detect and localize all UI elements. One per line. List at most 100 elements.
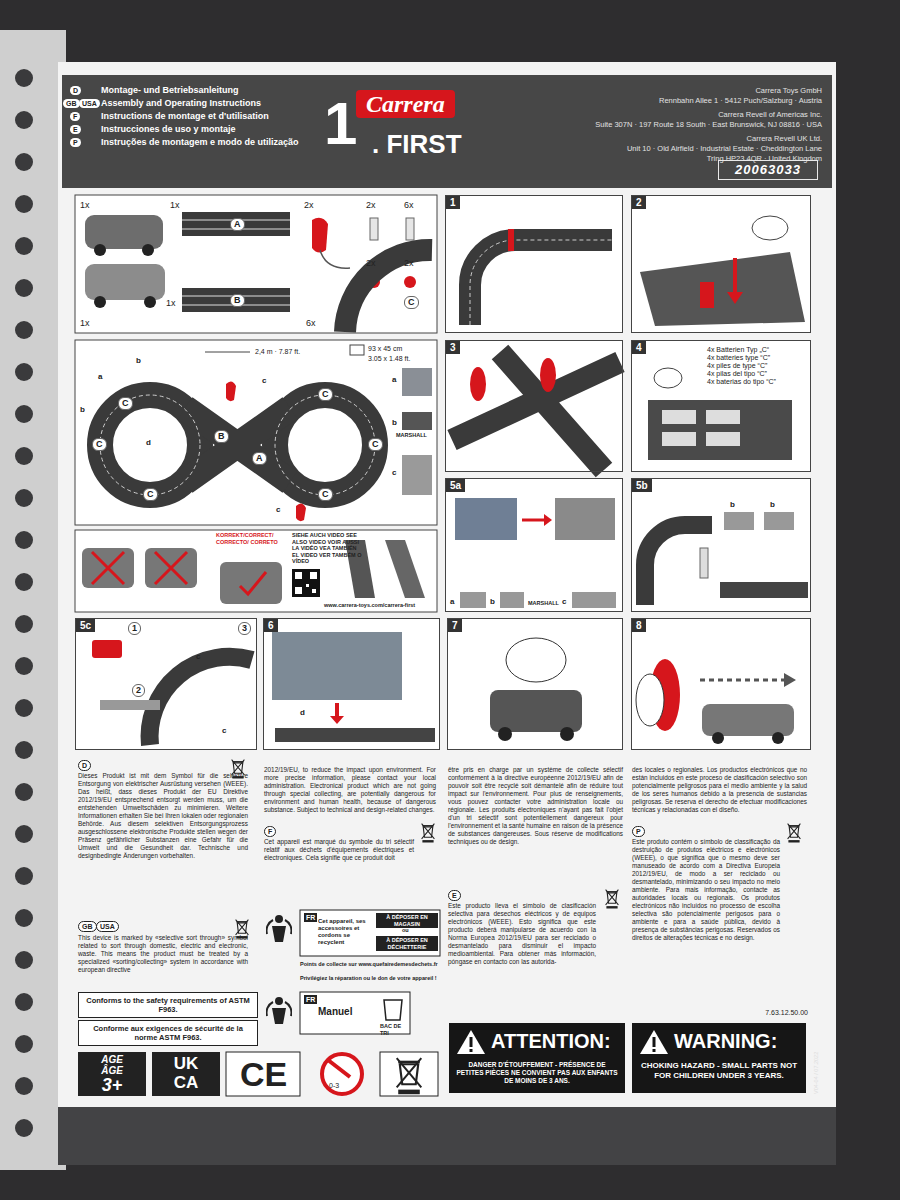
battery-line: 4x batteries type “C” — [707, 354, 807, 362]
language-code: D — [70, 86, 81, 95]
quantity-label: 1x — [166, 298, 176, 308]
tiny-label: MARSHALL — [396, 432, 427, 439]
part-letter: B — [214, 430, 229, 443]
step-number: 6 — [264, 619, 278, 632]
ukca-text: UK — [152, 1054, 220, 1073]
small-label: 0-3 — [329, 1081, 339, 1090]
sign-letter: a — [450, 597, 454, 606]
disposal-paragraph: Este producto lleva el símbolo de clasif… — [448, 902, 596, 966]
battery-note: 4x Batterien Typ „C“4x batteries type “C… — [707, 346, 807, 386]
step-panel: 6 — [263, 618, 440, 750]
disposal-paragraph: Cet appareil est marqué du symbole du tr… — [264, 838, 414, 862]
sign-letter: b — [490, 597, 495, 606]
step-number: 5b — [632, 479, 652, 492]
standard-text: Conforms to the safety requirements of A… — [83, 996, 253, 1014]
step-panel: 5b — [631, 478, 811, 612]
header-title: Assembly and Operating Instructions — [101, 98, 261, 109]
step-number: 5c — [76, 619, 95, 632]
ukca-mark: UKCA — [152, 1052, 220, 1096]
article-number: 7.63.12.50.00 — [740, 1008, 808, 1017]
part-letter: 1 — [128, 622, 141, 635]
battery-line: 4x pilas del tipo “C” — [707, 370, 807, 378]
disposal-paragraph: des locales o regionales. Los productos … — [632, 766, 807, 814]
part-letter: C — [143, 488, 158, 501]
part-letter: C — [92, 438, 107, 451]
part-letter: B — [230, 294, 245, 307]
quantity-label: 6x — [306, 318, 316, 328]
sign-letter: c — [276, 505, 280, 514]
step-panel: 4 4x Batterien Typ „C“4x batteries type “… — [631, 340, 811, 472]
sign-letter: a — [392, 375, 396, 384]
age-text: 3+ — [78, 1076, 146, 1095]
step-number: 5a — [446, 479, 465, 492]
address-line: Carrera Toys GmbH — [540, 86, 822, 95]
language-code: P — [70, 138, 81, 147]
step-number: 4 — [632, 341, 646, 354]
address-line: Carrera Revell UK Ltd. — [540, 134, 822, 143]
sign-letter: d — [300, 708, 305, 717]
sign-letter: d — [146, 438, 151, 447]
address-line: Carrera Revell of Americas Inc. — [540, 110, 822, 119]
tiny-label: ou — [402, 927, 409, 934]
ukca-text: CA — [152, 1073, 220, 1092]
part-letter: 2 — [132, 684, 145, 697]
warning-title: WARNING: — [674, 1029, 800, 1053]
step-number: 7 — [448, 619, 462, 632]
language-code: GB — [63, 99, 80, 108]
quantity-label: 1x — [80, 200, 90, 210]
ce-mark: CE — [240, 1056, 287, 1092]
quantity-label: 2x — [366, 258, 376, 268]
part-letter: C — [368, 438, 383, 451]
standard-text: Conforme aux exigences de sécurité de la… — [83, 1024, 253, 1042]
step-panel: 7 — [447, 618, 623, 750]
disposal-paragraph: This device is marked by «selective sort… — [78, 934, 248, 974]
tiny-label: BAC DE TRI — [380, 1023, 408, 1036]
brand-number: 1 — [324, 94, 357, 154]
language-code: USA — [79, 99, 100, 108]
header-title: Montage- und Betriebsanleitung — [101, 85, 239, 96]
warning-box: ATTENTION:DANGER D'ÉTOUFFEMENT - PRÉSENC… — [449, 1023, 625, 1093]
step-number: 1 — [446, 196, 460, 209]
recycle-note: Cet appareil, ses accessoires et cordons… — [318, 918, 372, 946]
sign-letter: b — [730, 500, 735, 509]
sign-letter: a — [98, 372, 102, 381]
brand-word: . FIRST — [372, 130, 462, 158]
drop-off-label: À DÉPOSER EN MAGASIN — [376, 913, 438, 928]
battery-line: 4x Batterien Typ „C“ — [707, 346, 807, 354]
sign-letter: c — [196, 652, 200, 661]
brand-logo: Carrera — [356, 90, 455, 118]
address-line: Unit 10 · Old Airfield · Industrial Esta… — [540, 144, 822, 153]
language-code: USA — [96, 921, 119, 932]
country-code: FR — [304, 913, 317, 922]
sign-letter: b — [770, 500, 775, 509]
sign-letter: c — [392, 468, 396, 477]
tiny-label: Points de collecte sur www.quefairedemes… — [300, 961, 450, 968]
warning-triangle — [639, 1029, 669, 1055]
warning-title: ATTENTION: — [491, 1029, 619, 1053]
disposal-paragraph: être pris en charge par un système de co… — [448, 766, 623, 846]
country-code: FR — [304, 995, 317, 1004]
step-number: 2 — [632, 196, 646, 209]
quantity-label: 2x — [304, 200, 314, 210]
drop-off-label: À DÉPOSER EN DÉCHETTERIE — [376, 936, 438, 951]
part-letter: C — [404, 296, 419, 309]
part-number-box: 20063033 — [718, 160, 818, 180]
version-code: V04-04 / 07.2022 — [813, 1052, 820, 1094]
disposal-paragraph: Dieses Produkt ist mit dem Symbol für di… — [78, 772, 248, 860]
language-code: P — [632, 826, 645, 837]
tiny-label: SIEHE AUCH VIDEO SEE ALSO VIDEO VOIR AUS… — [292, 532, 362, 565]
warning-box: WARNING:CHOKING HAZARD - SMALL PARTS NOT… — [632, 1023, 806, 1093]
quantity-label: 1x — [80, 318, 90, 328]
small-label: 93 x 45 cm — [368, 344, 402, 353]
standard-box: Conforms to the safety requirements of A… — [78, 992, 258, 1018]
address-line: Tring HP23 4QR · United Kingdom — [540, 154, 822, 163]
part-letter: A — [230, 218, 245, 231]
header-title: Instructions de montage et d'utilisation — [101, 111, 269, 122]
language-code: F — [70, 112, 80, 121]
quantity-label: 6x — [404, 200, 414, 210]
tiny-label: Privilégiez la réparation ou le don de v… — [300, 975, 450, 982]
sign-letter: c — [562, 597, 566, 606]
sign-letter: b — [392, 418, 397, 427]
small-label: 2,4 m · 7.87 ft. — [255, 347, 300, 356]
part-letter: C — [118, 397, 133, 410]
